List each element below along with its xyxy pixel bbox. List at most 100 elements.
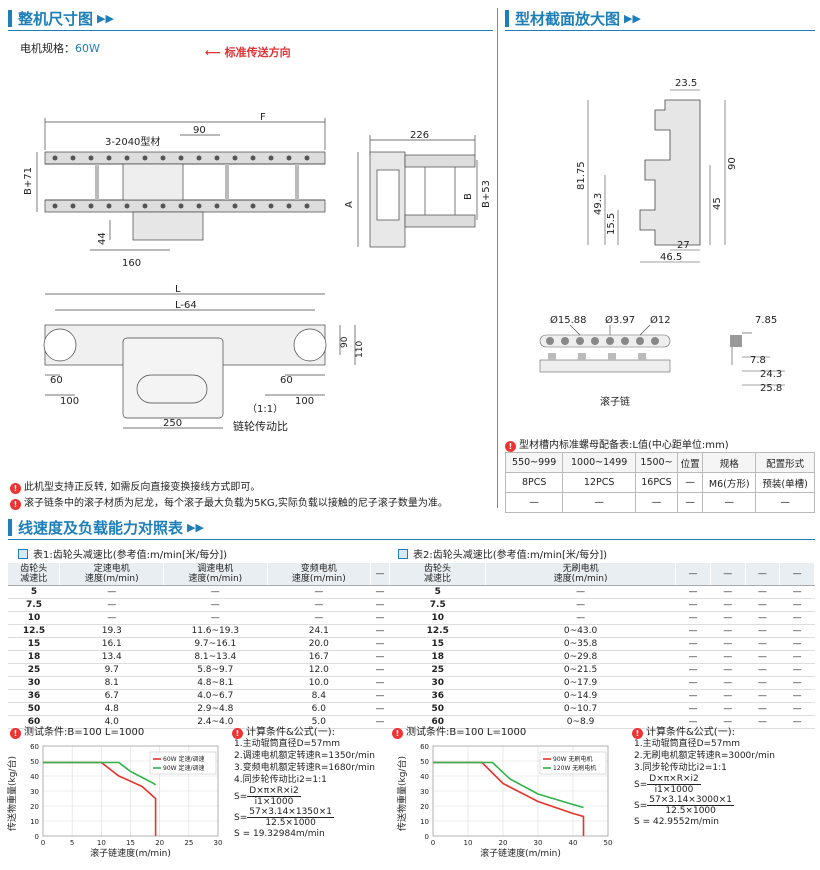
y-tick-label: 0 xyxy=(425,833,429,841)
table-cell: — xyxy=(267,585,371,599)
section-title-profile: 型材截面放大图▶▶ xyxy=(505,8,641,29)
table-cell: 9.7 xyxy=(59,663,164,677)
dim-label: B xyxy=(463,193,474,200)
section-title-speed: 线速度及负载能力对照表▶▶ xyxy=(8,517,204,538)
series-line-1 xyxy=(43,761,157,836)
legend xyxy=(539,751,607,775)
table2-caption: 表2:齿轮头减速比(参考值:m/min[米/每分]) xyxy=(398,546,607,561)
nut-table-caption: !型材槽内标准螺母配备表:L值(中心距单位:mm) xyxy=(505,436,729,452)
dim-label: 7.8 xyxy=(750,355,766,366)
column-header-text: — xyxy=(757,568,767,579)
calc-line: 2.无刷电机额定转速R=3000r/min xyxy=(634,751,775,761)
column-header-text: 速度(m/min) xyxy=(84,573,139,584)
calc-line: 3.变频电机额定转速R=1680r/min xyxy=(234,763,375,773)
table-cell: — xyxy=(745,637,780,651)
arrow-icon: ▶▶ xyxy=(187,521,204,534)
column-header-text: 速度(m/min) xyxy=(291,573,346,584)
table-cell: 0~8.9 xyxy=(485,715,676,729)
dim-label: B+71 xyxy=(23,167,34,195)
table-cell: — xyxy=(710,676,746,690)
table-cell: — xyxy=(745,715,780,729)
test-condition-1: !测试条件:B=100 L=1000 xyxy=(10,723,144,739)
x-axis-label: 滚子链速度(m/min) xyxy=(480,847,561,859)
table-cell: — xyxy=(779,715,815,729)
divider xyxy=(8,539,815,540)
column-header-text: 变频电机 xyxy=(300,563,337,574)
test-condition-text: 测试条件:B=100 L=1000 xyxy=(24,727,145,738)
table-header-row: 齿轮头减速比无刷电机速度(m/min)———— xyxy=(390,563,815,586)
profile-shape xyxy=(639,99,701,246)
table-row: 10———— xyxy=(8,611,390,625)
note-text: 滚子链条中的滚子材质为尼龙，每个滚子最大负载为5KG,实际负载以接触的尼子滚子数… xyxy=(24,498,448,509)
x-tick-label: 50 xyxy=(604,839,613,847)
calc-title-text: 计算条件&公式(一): xyxy=(646,727,735,738)
table-cell: 16.7 xyxy=(267,650,371,664)
table-cell: — xyxy=(676,492,704,513)
table-cell: — xyxy=(675,611,711,625)
table-cell: 11.6~19.3 xyxy=(163,624,268,638)
y-tick-label: 30 xyxy=(30,788,39,796)
table-cell: 18 xyxy=(390,650,486,664)
motor-spec-label: 电机规格： xyxy=(20,42,75,55)
table-cell: 0~29.8 xyxy=(485,650,676,664)
table-cell: — xyxy=(779,637,815,651)
dim-label: B+53 xyxy=(481,180,492,208)
y-tick-label: 50 xyxy=(30,758,39,766)
table-row: 5————— xyxy=(390,585,815,599)
plot-frame xyxy=(42,745,219,837)
column-header: 调速电机速度(m/min) xyxy=(163,563,268,586)
note-1: !此机型支持正反转, 如需反向直接变换接线方式即可。 xyxy=(10,478,260,494)
table-cell: — xyxy=(710,598,746,612)
legend-label: 60W 定速/调速 xyxy=(163,755,205,763)
table-cell: — xyxy=(710,585,746,599)
table-cell: — xyxy=(710,702,746,716)
calc-title-1: !计算条件&公式(一): xyxy=(232,723,335,739)
warning-icon: ! xyxy=(10,499,21,510)
table-cell: 30 xyxy=(390,676,486,690)
y-tick-label: 50 xyxy=(420,758,429,766)
numerator: 57×3.14×1350×1 xyxy=(247,807,335,818)
table-cell: — xyxy=(755,492,815,513)
y-tick-label: 10 xyxy=(420,818,429,826)
dim-label: L-64 xyxy=(175,300,197,311)
dim-label: 250 xyxy=(163,418,182,429)
column-header: — xyxy=(745,563,781,586)
column-header-text: 齿轮头 xyxy=(20,563,48,574)
table-cell: 10 xyxy=(390,611,486,625)
table-cell: — xyxy=(675,598,711,612)
column-header: 齿轮头减速比 xyxy=(8,563,61,586)
table-cell: — xyxy=(710,715,746,729)
table-row: —————— xyxy=(504,492,815,513)
section-title-text: 型材截面放大图 xyxy=(515,10,621,28)
table-cell: 0~35.8 xyxy=(485,637,676,651)
calc-result: S = 42.9552m/min xyxy=(634,817,719,827)
table-cell: 4.0 xyxy=(59,715,164,729)
table-cell: 25 xyxy=(8,663,60,677)
table-cell: 50 xyxy=(390,702,486,716)
table-cell: 0~14.9 xyxy=(485,689,676,703)
x-tick-label: 30 xyxy=(214,839,223,847)
table-cell: — xyxy=(267,611,371,625)
x-tick-label: 40 xyxy=(569,839,578,847)
y-tick-label: 20 xyxy=(30,803,39,811)
dim-label: 110 xyxy=(355,341,365,358)
profile-cross-section: 23.5 81.75 49.3 15.5 90 45 27 46.5 xyxy=(576,78,738,263)
x-tick-label: 20 xyxy=(499,839,508,847)
denominator: i1×1000 xyxy=(254,797,294,807)
arrow-left-icon: ⟵ xyxy=(205,46,225,59)
table-cell: 19.3 xyxy=(59,624,164,638)
table-cell: — xyxy=(370,650,390,664)
table-cell: — xyxy=(745,598,780,612)
dim-label: 45 xyxy=(712,197,723,210)
table-cell: — xyxy=(675,702,711,716)
